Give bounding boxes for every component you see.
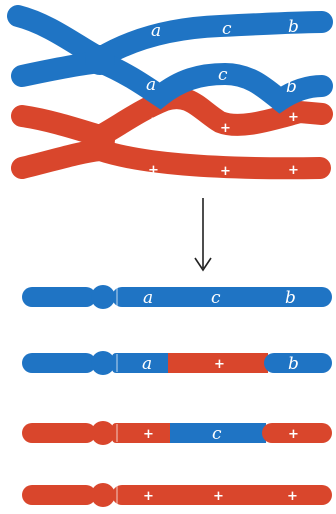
wildtype-mark: + [287, 489, 298, 504]
wildtype-mark: + [213, 489, 224, 504]
gene-label-b: b [286, 77, 297, 97]
wildtype-mark: + [288, 427, 299, 442]
gene-label-a: a [142, 354, 152, 374]
blue-chromatid-upper [18, 16, 322, 58]
product-chromatid-recombinant-blue: a + b [22, 351, 332, 375]
wildtype-mark: + [288, 110, 299, 125]
red-centromere [85, 125, 115, 155]
gene-label-c: c [222, 19, 232, 39]
wildtype-mark: + [143, 427, 154, 442]
gene-label-b: b [288, 354, 299, 374]
synapsed-chromosomes: a c b a c b + + + + + + [18, 16, 322, 179]
product-chromatid-parental-blue: a c b [22, 285, 332, 309]
gene-label-c: c [218, 65, 228, 85]
gene-label-c: c [212, 424, 222, 444]
gene-label-a: a [151, 21, 161, 41]
blue-centromere [85, 45, 115, 75]
product-chromatid-parental-red: + + + [22, 483, 332, 507]
gene-label-c: c [211, 288, 221, 308]
gene-label-b: b [288, 17, 299, 37]
wildtype-mark: + [214, 357, 225, 372]
blue-chromatid-lower [22, 62, 322, 100]
wildtype-mark: + [143, 489, 154, 504]
wildtype-mark: + [147, 115, 158, 130]
wildtype-mark: + [288, 163, 299, 178]
gene-label-a: a [146, 75, 156, 95]
down-arrow-icon [195, 198, 211, 270]
product-chromatid-recombinant-red: + c + [22, 421, 332, 445]
red-chromatid-lower [22, 150, 320, 168]
wildtype-mark: + [220, 121, 231, 136]
gene-label-b: b [285, 288, 296, 308]
wildtype-mark: + [220, 164, 231, 179]
wildtype-mark: + [148, 163, 159, 178]
gene-label-a: a [143, 288, 153, 308]
